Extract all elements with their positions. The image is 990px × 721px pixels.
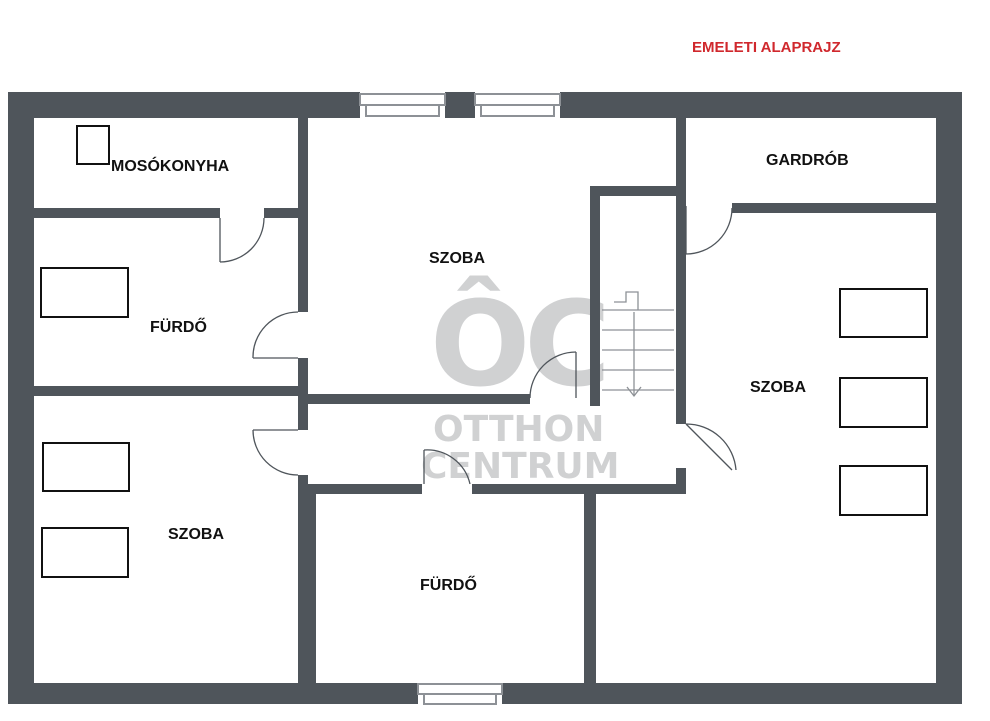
wall-hall-bottom-b (472, 484, 686, 494)
door-swing-icon[interactable] (219, 217, 265, 263)
wall-hall-bottom-a (304, 484, 422, 494)
windows (359, 93, 561, 705)
wall-mosokonyha-bottom-a (34, 208, 220, 218)
window-icon (474, 93, 561, 117)
outer-wall-left (8, 92, 34, 704)
room-label-mosokonyha: MOSÓKONYHA (111, 156, 230, 175)
outer-wall-right (936, 92, 962, 704)
rectangle-fixture-icon (839, 288, 928, 338)
window-icon (359, 93, 446, 117)
wall-center-left-upper (298, 118, 308, 312)
outer-wall-bottom-left (8, 683, 418, 704)
outer-walls (8, 92, 962, 704)
watermark-line2: CENTRUM (421, 446, 619, 487)
outer-wall-top-right (560, 92, 960, 118)
wall-center-right-lower (676, 468, 686, 493)
rectangle-fixture-icon (42, 442, 130, 492)
watermark-logo-mark: ÔC (430, 275, 605, 413)
wall-szoba-center-bottom (304, 394, 530, 404)
plan-title: EMELETI ALAPRAJZ (692, 39, 841, 56)
door-swing-icon[interactable] (529, 351, 577, 399)
door-swing-icon[interactable] (685, 423, 737, 471)
room-label-furdo-bottom: FÜRDŐ (420, 575, 477, 594)
watermark-logo: ÔC OTTHON CENTRUM (421, 275, 619, 487)
room-label-gardrob: GARDRÓB (766, 150, 849, 169)
wall-stair-left (590, 186, 600, 406)
door-swing-icon[interactable] (685, 206, 733, 255)
interior-walls (34, 118, 936, 685)
rectangle-fixture-icon (40, 267, 129, 318)
outer-wall-bottom-right (502, 683, 962, 704)
wall-gardrob-bottom (732, 203, 936, 213)
window-icon (417, 683, 503, 705)
room-label-furdo-left: FÜRDŐ (150, 317, 207, 336)
room-label-szoba-center: SZOBA (429, 250, 485, 267)
wall-mosokonyha-bottom-b (264, 208, 304, 218)
rectangle-fixture-icon (839, 465, 928, 516)
rectangle-fixture-icon (41, 527, 129, 578)
wall-furdo-bottom-left (304, 494, 316, 684)
door-swing-icon[interactable] (252, 311, 299, 359)
wall-center-right (676, 118, 686, 424)
room-labels: MOSÓKONYHA GARDRÓB SZOBA FÜRDŐ SZOBA SZO… (111, 150, 849, 594)
wall-stair-top (590, 186, 676, 196)
room-label-szoba-right: SZOBA (750, 379, 806, 396)
wall-furdo-left-bottom (34, 386, 304, 396)
outer-wall-top-left (8, 92, 360, 118)
rectangle-fixture-icon (76, 125, 110, 165)
doors (219, 206, 737, 485)
room-label-szoba-left: SZOBA (168, 526, 224, 543)
watermark-line1: OTTHON (433, 409, 604, 450)
wall-furdo-bottom-right (584, 494, 596, 684)
stairs-icon (602, 291, 674, 398)
rectangle-fixture-icon (839, 377, 928, 428)
door-swing-icon[interactable] (252, 429, 299, 476)
fixtures (40, 125, 928, 578)
door-swing-icon[interactable] (423, 449, 471, 485)
wall-center-left-lower (298, 475, 308, 685)
outer-wall-top-mid (445, 92, 475, 118)
